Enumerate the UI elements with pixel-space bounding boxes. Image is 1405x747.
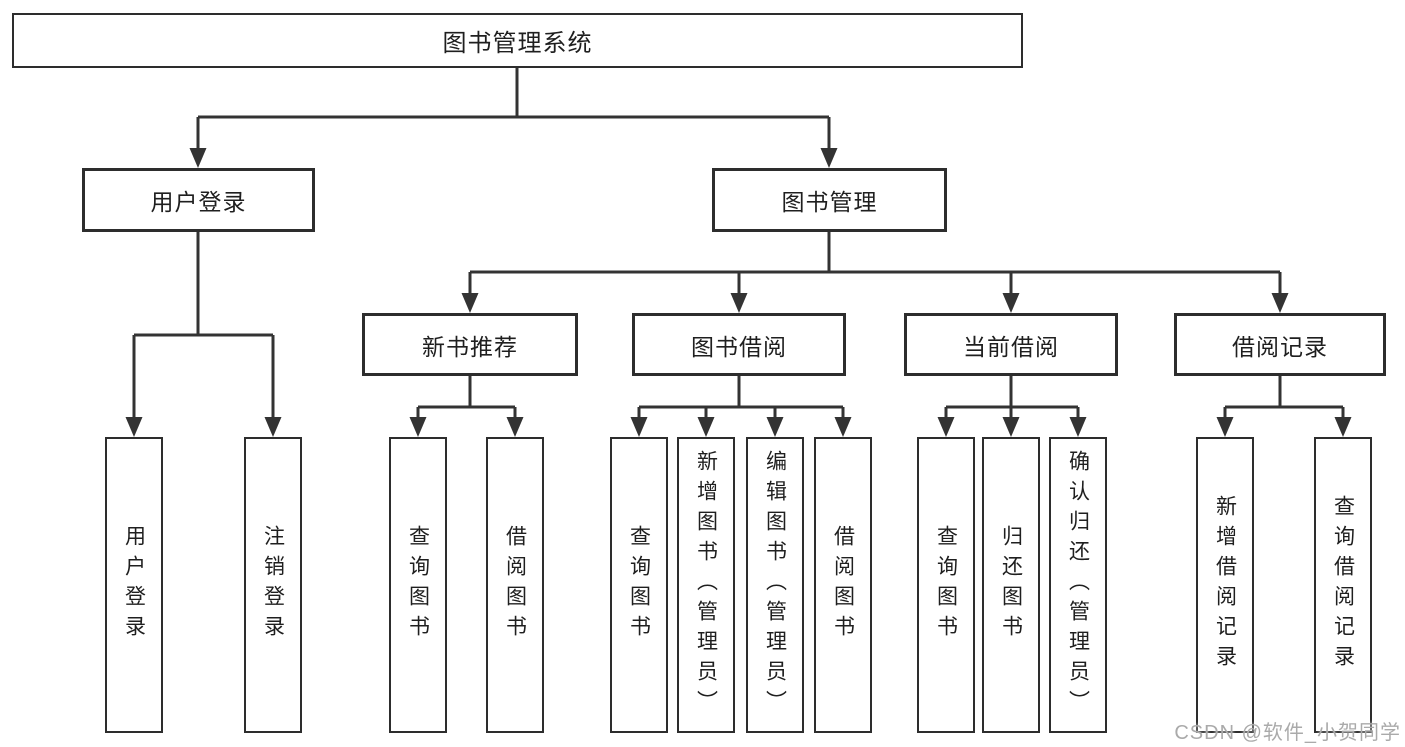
arrow-down-icon [125,417,143,437]
node-current-borrow: 当前借阅 [904,313,1118,376]
arrow-down-icon [937,417,955,437]
arrow-down-icon [697,417,715,437]
node-new-book-recommend: 新书推荐 [362,313,578,376]
node-label: 新增借阅记录 [1213,495,1237,675]
node-label: 查询图书 [406,525,430,645]
arrow-down-icon [506,417,524,437]
leaf-query-books-recommend: 查询图书 [389,437,447,733]
leaf-query-borrow-record: 查询借阅记录 [1314,437,1372,733]
leaf-logout: 注销登录 [244,437,302,733]
node-label: 用户登录 [122,525,146,645]
leaf-add-book-admin: 新增图书（管理员） [677,437,735,733]
node-user-login: 用户登录 [82,168,315,232]
leaf-confirm-return-admin: 确认归还（管理员） [1049,437,1107,733]
arrow-down-icon [1002,417,1020,437]
node-borrow-records: 借阅记录 [1174,313,1386,376]
edge-root-to-level2 [189,68,838,168]
csdn-watermark: CSDN @软件_小贺同学 [1174,722,1401,744]
arrow-down-icon [834,417,852,437]
edge-borrow-records-to-leaves [1216,376,1352,437]
node-label: 借阅记录 [1232,333,1328,360]
leaf-query-books-borrow: 查询图书 [610,437,668,733]
node-label: 当前借阅 [963,333,1059,360]
node-label: 新书推荐 [422,333,518,360]
node-label: 注销登录 [261,525,285,645]
edge-new-book-recommend-to-leaves [409,376,524,437]
node-label: 借阅图书 [831,525,855,645]
node-book-management: 图书管理 [712,168,947,232]
node-label: 新增图书（管理员） [694,450,718,720]
arrow-down-icon [1216,417,1234,437]
arrow-down-icon [1334,417,1352,437]
arrow-down-icon [189,148,207,168]
arrow-down-icon [1069,417,1087,437]
edge-book-borrow-to-leaves [630,376,852,437]
edge-book-management-to-level3 [461,232,1289,313]
leaf-edit-book-admin: 编辑图书（管理员） [746,437,804,733]
node-book-borrow: 图书借阅 [632,313,846,376]
leaf-borrow-books: 借阅图书 [814,437,872,733]
node-label: 图书借阅 [691,333,787,360]
node-label: 图书管理系统 [442,30,593,57]
arrow-down-icon [730,293,748,313]
arrow-down-icon [1271,293,1289,313]
edge-current-borrow-to-leaves [937,376,1087,437]
arrow-down-icon [630,417,648,437]
leaf-borrow-books-recommend: 借阅图书 [486,437,544,733]
arrow-down-icon [264,417,282,437]
node-label: 借阅图书 [503,525,527,645]
leaf-return-book: 归还图书 [982,437,1040,733]
node-label: 图书管理 [781,189,878,215]
leaf-add-borrow-record: 新增借阅记录 [1196,437,1254,733]
arrow-down-icon [1002,293,1020,313]
leaf-query-books-current: 查询图书 [917,437,975,733]
edge-user-login-to-leaves [125,232,282,437]
arrow-down-icon [766,417,784,437]
leaf-user-login: 用户登录 [105,437,163,733]
arrow-down-icon [409,417,427,437]
node-label: 用户登录 [150,189,247,215]
node-label: 确认归还（管理员） [1066,450,1090,720]
node-label: 归还图书 [999,525,1023,645]
node-label: 查询图书 [627,525,651,645]
arrow-down-icon [461,293,479,313]
arrow-down-icon [820,148,838,168]
node-label: 查询借阅记录 [1331,495,1355,675]
node-library-management-system: 图书管理系统 [12,13,1023,68]
node-label: 编辑图书（管理员） [763,450,787,720]
node-label: 查询图书 [934,525,958,645]
